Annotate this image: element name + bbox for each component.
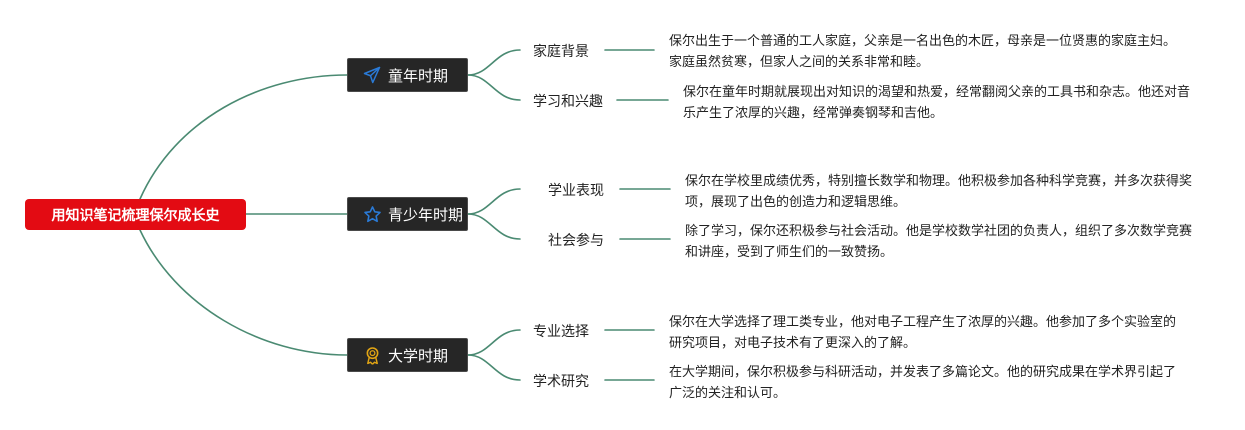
sub-node-academic-research[interactable]: 学术研究: [533, 374, 589, 390]
sub-node-family-background[interactable]: 家庭背景: [533, 44, 589, 60]
connector-root-branch-3: [139, 229, 348, 356]
description-major-choice: 保尔在大学选择了理工类专业，他对电子工程产生了浓厚的兴趣。他参加了多个实验室的研…: [669, 315, 1177, 351]
branch-node-label: 童年时期: [388, 66, 449, 85]
branch-node-label: 大学时期: [388, 346, 449, 365]
description-family-background: 保尔出生于一个普通的工人家庭，父亲是一名出色的木匠，母亲是一位贤惠的家庭主妇。家…: [669, 34, 1177, 70]
connector-branch-3-child-1: [467, 329, 521, 356]
branch-node-adolescence[interactable]: 青少年时期: [347, 197, 468, 231]
connector-root-branch-1: [139, 74, 348, 200]
description-academic-performance: 保尔在学校里成绩优秀，特别擅长数学和物理。他积极参加各种科学竞赛，并多次获得奖项…: [685, 174, 1193, 210]
connector-branch-2-child-1: [467, 188, 521, 215]
connector-branch-2-child-2: [467, 213, 521, 240]
connector-branch-1-child-1: [467, 49, 521, 76]
connector-branch-3-child-2: [467, 354, 521, 381]
sub-node-academic-performance[interactable]: 学业表现: [548, 183, 604, 199]
sub-node-study-interest[interactable]: 学习和兴趣: [533, 94, 603, 110]
root-node-label: 用知识笔记梳理保尔成长史: [51, 207, 220, 224]
star-icon: [362, 204, 382, 224]
paper-plane-icon: [362, 65, 382, 85]
branch-node-childhood[interactable]: 童年时期: [347, 58, 468, 92]
award-medal-icon: [362, 345, 382, 365]
connector-branch-1-child-2: [467, 74, 521, 101]
sub-node-major-choice[interactable]: 专业选择: [533, 324, 589, 340]
branch-node-university[interactable]: 大学时期: [347, 338, 468, 372]
description-academic-research: 在大学期间，保尔积极参与科研活动，并发表了多篇论文。他的研究成果在学术界引起了广…: [669, 365, 1177, 401]
branch-node-label: 青少年时期: [388, 205, 464, 224]
root-node[interactable]: 用知识笔记梳理保尔成长史: [25, 199, 246, 230]
sub-node-social-participation[interactable]: 社会参与: [548, 233, 604, 249]
description-study-interest: 保尔在童年时期就展现出对知识的渴望和热爱，经常翻阅父亲的工具书和杂志。他还对音乐…: [683, 85, 1191, 121]
description-social-participation: 除了学习，保尔还积极参与社会活动。他是学校数学社团的负责人，组织了多次数学竞赛和…: [685, 224, 1193, 260]
